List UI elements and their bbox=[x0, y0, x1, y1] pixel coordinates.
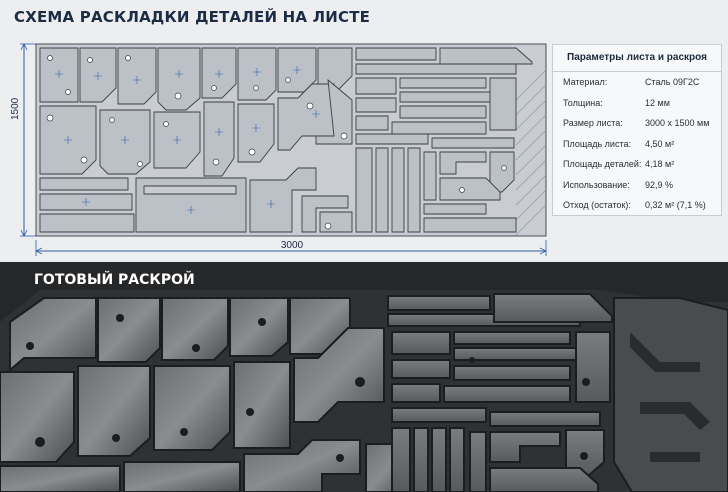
param-label: Размер листа: bbox=[563, 118, 623, 128]
param-row-sheet-size: Размер листа: 3000 х 1500 мм bbox=[553, 113, 721, 134]
photo-parts bbox=[0, 297, 411, 492]
parameters-title: Параметры листа и раскроя bbox=[553, 45, 721, 72]
param-value: Сталь 09Г2С bbox=[645, 77, 700, 87]
param-value: 0,32 м² (7,1 %) bbox=[645, 200, 706, 210]
param-row-thickness: Толщина: 12 мм bbox=[553, 93, 721, 114]
param-label: Использование: bbox=[563, 179, 630, 190]
part-holes bbox=[46, 55, 507, 230]
sheet-diagram bbox=[20, 43, 547, 256]
param-value: 4,50 м² bbox=[645, 138, 675, 149]
param-row-sheet-area: Площадь листа: 4,50 м² bbox=[553, 134, 721, 155]
param-row-parts-area: Площадь деталей: 4,18 м² bbox=[553, 154, 721, 175]
param-row-utilization: Использование: 92,9 % bbox=[553, 175, 721, 196]
photo-waste-skeleton bbox=[613, 297, 728, 492]
param-row-waste: Отход (остаток): 0,32 м² (7,1 %) bbox=[553, 195, 721, 216]
waste-area bbox=[515, 69, 547, 236]
param-row-material: Материал: Сталь 09Г2С bbox=[553, 72, 721, 93]
param-value: 12 мм bbox=[645, 97, 670, 108]
center-marks bbox=[55, 66, 320, 214]
sheet-height-label: 1500 bbox=[10, 97, 21, 120]
finished-cut-photo bbox=[0, 262, 728, 492]
param-label: Площадь листа: bbox=[563, 138, 631, 149]
photo-holes bbox=[26, 314, 590, 462]
param-label: Площадь деталей: bbox=[563, 159, 642, 169]
photo-title: ГОТОВЫЙ РАСКРОЙ bbox=[34, 272, 195, 288]
cut-sheet-photo bbox=[0, 262, 728, 492]
param-value: 4,18 м² bbox=[645, 159, 675, 169]
param-label: Толщина: bbox=[563, 97, 603, 108]
sheet-width-label: 3000 bbox=[280, 240, 304, 251]
photo-right-strips bbox=[387, 293, 613, 492]
param-label: Материал: bbox=[563, 77, 608, 87]
parameters-panel: Параметры листа и раскроя Материал: Стал… bbox=[552, 44, 722, 216]
param-label: Отход (остаток): bbox=[563, 200, 631, 210]
scheme-title: СХЕМА РАСКЛАДКИ ДЕТАЛЕЙ НА ЛИСТЕ bbox=[14, 8, 371, 26]
param-value: 3000 х 1500 мм bbox=[645, 118, 710, 128]
param-value: 92,9 % bbox=[645, 179, 674, 190]
